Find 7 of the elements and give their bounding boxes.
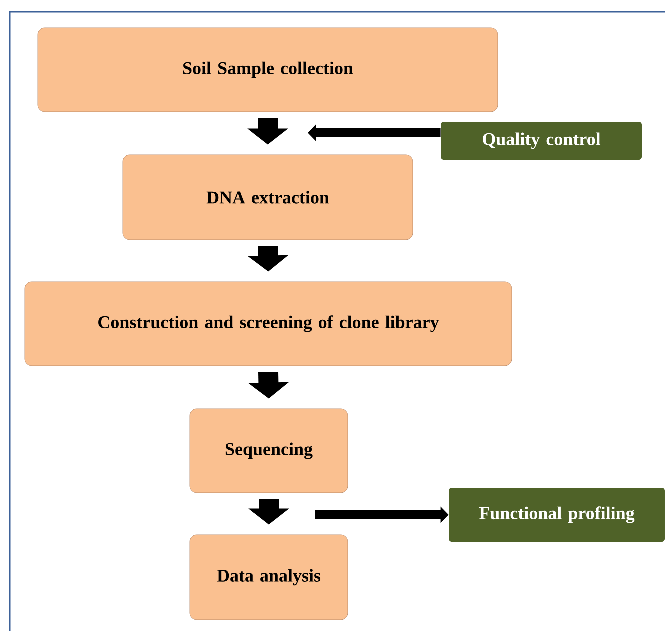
process-box: Soil Sample collection xyxy=(38,28,498,112)
process-box: DNA extraction xyxy=(122,154,414,240)
process-box: Data analysis xyxy=(190,534,348,620)
process-box: Sequencing xyxy=(190,408,348,494)
output-box: Quality control xyxy=(441,122,642,160)
process-box: Construction and screening of clone library xyxy=(24,282,512,366)
output-box: Functional profiling xyxy=(449,488,665,542)
